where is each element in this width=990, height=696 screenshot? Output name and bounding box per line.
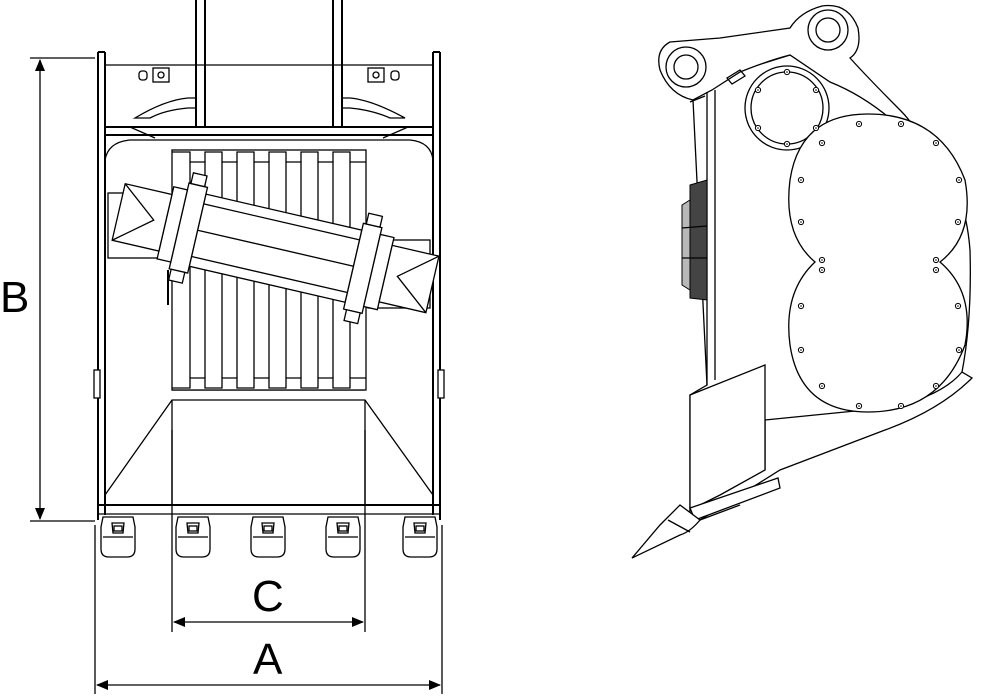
top-ribs xyxy=(129,97,409,139)
dimension-c: C xyxy=(171,430,366,632)
bucket-frame xyxy=(93,51,445,520)
dimension-label-c: C xyxy=(252,572,284,621)
mounting-holes xyxy=(138,67,400,83)
dimension-a: A xyxy=(94,525,443,694)
dimension-b: B xyxy=(0,57,95,522)
dimension-label-b: B xyxy=(0,273,29,322)
rotor-drum xyxy=(111,172,440,325)
bucket-teeth xyxy=(100,516,438,558)
dimension-label-a: A xyxy=(253,635,283,684)
bucket-side-view xyxy=(631,4,974,559)
lifting-plates xyxy=(195,0,343,127)
bucket-front-view xyxy=(93,0,445,558)
